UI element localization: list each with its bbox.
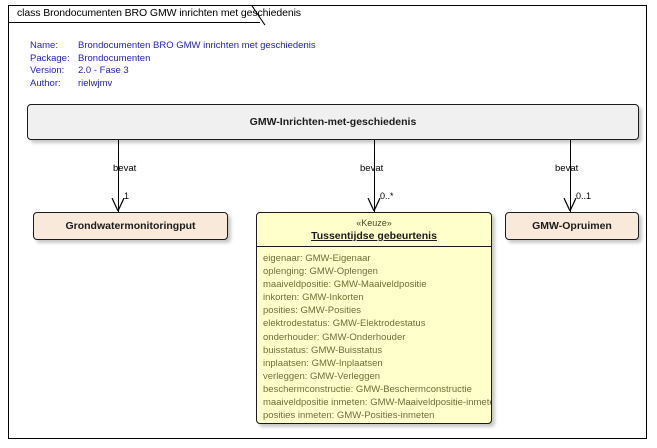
class-attribute: verleggen: GMW-Verleggen [263,370,381,382]
class-attribute: inplaatsen: GMW-Inplaatsen [263,357,383,369]
metadata-key-package: Package: [30,52,70,64]
metadata-row-version: Version: 2.0 - Fase 3 [30,65,316,78]
connector-multiplicity-right: 0..1 [576,191,592,201]
metadata-key-author: Author: [30,77,61,89]
connector-multiplicity-left: 1 [124,191,130,201]
class-attribute-list: eigenaar: GMW-Eigenaar oplenging: GMW-Opl… [257,247,491,422]
metadata-value-package: Brondocumenten [78,52,151,64]
connector-line-middle [374,140,375,212]
class-attribute: elektrodestatus: GMW-Elektrodestatus [263,318,426,330]
connector-label-middle: bevat [360,163,384,174]
connector-line-right [570,140,571,212]
class-attribute: posities: GMW-Posities [263,305,362,317]
connector-line-left [118,140,119,212]
class-attribute: onderhouder: GMW-Onderhouder [263,331,406,343]
diagram-tab [8,5,268,23]
class-title: GMW-Opruimen [532,220,612,232]
class-attribute: inkorten: GMW-Inkorten [263,292,364,304]
class-attribute: buisstatus: GMW-Buisstatus [263,344,383,356]
class-attribute: maaiveldpositie: GMW-Maaiveldpositie [263,279,427,291]
arrowhead-icon-left [111,198,125,211]
class-attribute: posities inmeten: GMW-Posities-inmeten [263,410,435,422]
diagram-metadata: Name: Brondocumenten BRO GMW inrichten m… [30,40,316,90]
arrowhead-icon-middle [367,198,381,211]
class-header: «Keuze» Tussentijdse gebeurtenis [257,213,491,247]
metadata-key-name: Name: [30,40,58,51]
arrowhead-icon-right [563,198,577,211]
class-title: Tussentijdse gebeurtenis [311,230,437,242]
class-attribute: eigenaar: GMW-Eigenaar [263,253,371,264]
class-box-gmw-inrichten-met-geschiedenis[interactable]: GMW-Inrichten-met-geschiedenis [27,104,639,140]
class-box-grondwatermonitoringput[interactable]: Grondwatermonitoringput [33,212,228,240]
metadata-value-name: Brondocumenten BRO GMW inrichten met ges… [78,40,316,51]
connector-label-right: bevat [555,163,579,174]
class-attribute: maaiveldpositie inmeten: GMW-Maaiveldpos… [263,397,492,409]
class-attribute: oplenging: GMW-Oplengen [263,266,378,278]
connector-multiplicity-middle: 0..* [380,191,394,201]
class-box-tussentijdse-gebeurtenis[interactable]: «Keuze» Tussentijdse gebeurtenis eigenaa… [256,212,492,424]
class-title: Grondwatermonitoringput [65,220,196,232]
metadata-value-author: rielwjmv [78,77,113,89]
class-box-gmw-opruimen[interactable]: GMW-Opruimen [505,212,639,240]
metadata-value-version: 2.0 - Fase 3 [78,65,129,76]
class-stereotype: «Keuze» [356,218,392,228]
class-title: GMW-Inrichten-met-geschiedenis [249,116,417,128]
class-attribute: beschermconstructie: GMW-Beschermconstru… [263,383,472,395]
metadata-row-name: Name: Brondocumenten BRO GMW inrichten m… [30,40,316,53]
metadata-row-package: Package: Brondocumenten [30,53,316,66]
metadata-key-version: Version: [30,65,65,76]
metadata-row-author: Author: rielwjmv [30,78,316,91]
diagram-tab-underline [8,22,260,23]
diagram-title: class Brondocumenten BRO GMW inrichten m… [17,7,301,19]
connector-label-left: bevat [113,163,137,174]
